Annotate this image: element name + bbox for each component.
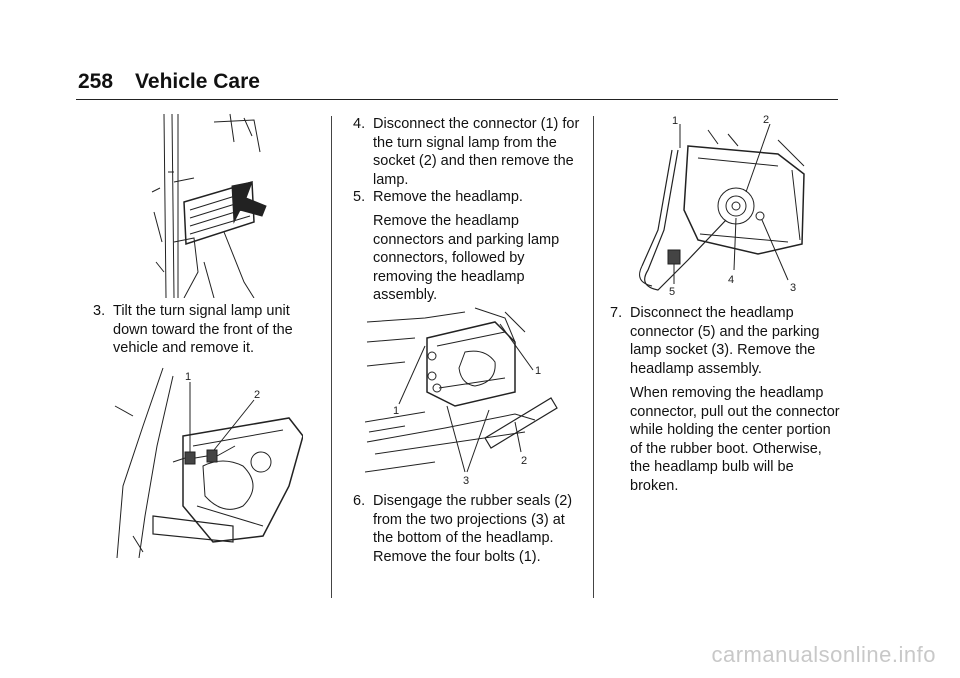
page-header: 258 Vehicle Care bbox=[78, 70, 260, 94]
step-3-number: 3. bbox=[93, 303, 106, 319]
fig3-callout-2: 2 bbox=[521, 455, 527, 467]
step-6: 6. Disengage the rubber seals (2) from t… bbox=[353, 492, 583, 566]
fig4-callout-3: 3 bbox=[790, 282, 796, 294]
figure-turn-signal-tilt bbox=[134, 112, 274, 298]
step-7-detail: When removing the headlamp connector, pu… bbox=[630, 385, 840, 494]
fig2-callout-1: 1 bbox=[185, 371, 191, 383]
step-4: 4. Disconnect the connector (1) for the … bbox=[353, 115, 583, 189]
step-5: 5. Remove the headlamp. bbox=[353, 188, 583, 207]
header-rule bbox=[76, 99, 838, 100]
step-7-text: Disconnect the headlamp connector (5) an… bbox=[630, 305, 820, 377]
step-7: 7. Disconnect the headlamp connector (5)… bbox=[610, 304, 840, 378]
step-3-text: Tilt the turn signal lamp unit down towa… bbox=[113, 303, 293, 357]
column-divider-1 bbox=[331, 116, 332, 598]
step-6-number: 6. bbox=[353, 493, 366, 509]
section-title: Vehicle Care bbox=[135, 70, 260, 93]
step-5-text: Remove the headlamp. bbox=[373, 189, 523, 205]
step-6-text: Disengage the rubber seals (2) from the … bbox=[373, 493, 573, 565]
step-5-number: 5. bbox=[353, 189, 366, 205]
fig4-callout-1: 1 bbox=[672, 115, 678, 127]
fig3-callout-1-right: 1 bbox=[535, 365, 541, 377]
fig2-callout-2: 2 bbox=[254, 389, 260, 401]
figure-turn-signal-connector: 1 2 bbox=[113, 366, 303, 558]
fig4-callout-4: 4 bbox=[728, 274, 734, 286]
step-4-text: Disconnect the connector (1) for the tur… bbox=[373, 116, 580, 188]
step-5-detail: Remove the headlamp connectors and parki… bbox=[373, 213, 560, 304]
step-3: 3. Tilt the turn signal lamp unit down t… bbox=[93, 302, 318, 358]
step-7-number: 7. bbox=[610, 305, 623, 321]
fig3-callout-3: 3 bbox=[463, 475, 469, 486]
figure-headlamp-bolts: 1 1 2 3 bbox=[365, 302, 565, 486]
fig4-callout-2: 2 bbox=[763, 114, 769, 126]
watermark: carmanualsonline.info bbox=[711, 642, 936, 667]
figure-headlamp-connectors: 1 2 3 4 5 bbox=[628, 110, 818, 300]
fig3-callout-1-left: 1 bbox=[393, 405, 399, 417]
column-divider-2 bbox=[593, 116, 594, 598]
step-4-number: 4. bbox=[353, 116, 366, 132]
fig4-callout-5: 5 bbox=[669, 286, 675, 298]
page-number: 258 bbox=[78, 70, 114, 93]
